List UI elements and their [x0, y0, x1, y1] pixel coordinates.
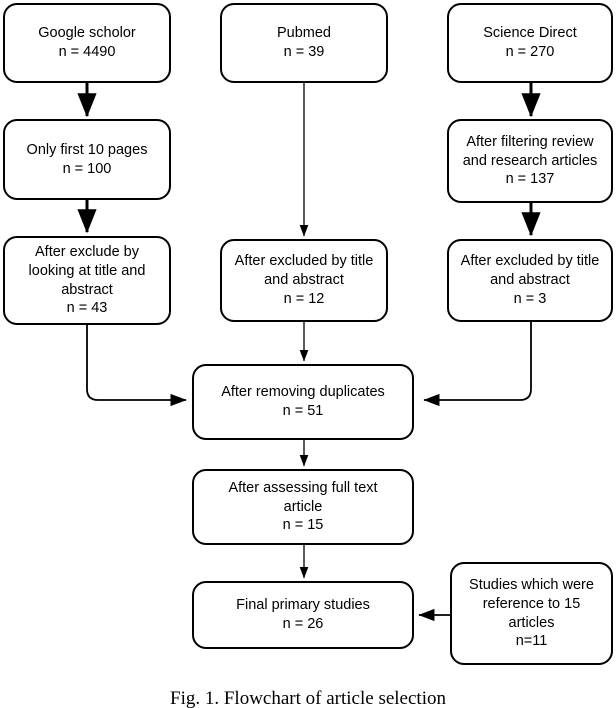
node-final-primary-line-1: Final primary studies [236, 597, 370, 614]
node-assessing-full-text-line-3: n = 15 [282, 517, 324, 534]
node-exclude-right-line-2: and abstract [490, 272, 570, 289]
node-reference-studies-line-3: articles [508, 614, 555, 631]
edge-exclude-left-to-removing-duplicates [86, 325, 187, 407]
node-exclude-left-line-2: looking at title and [28, 262, 146, 279]
node-pubmed-line-2: n = 39 [283, 44, 325, 60]
node-filtering-review-line-1: After filtering review [466, 133, 594, 150]
node-exclude-right-line-1: After excluded by title [460, 253, 600, 270]
node-final-primary-line-2: n = 26 [282, 616, 324, 632]
node-exclude-left-line-3: abstract [61, 281, 113, 298]
node-pubmed[interactable]: Pubmed n = 39 [220, 3, 388, 83]
node-filtering-review[interactable]: After filtering review and research arti… [447, 119, 613, 203]
node-assessing-full-text[interactable]: After assessing full text article n = 15 [192, 469, 414, 545]
node-filtering-review-line-2: and research articles [462, 152, 598, 169]
node-reference-studies-line-1: Studies which were [469, 576, 594, 593]
node-pubmed-line-1: Pubmed [276, 25, 331, 42]
node-exclude-mid[interactable]: After excluded by title and abstract n =… [220, 239, 388, 322]
node-exclude-mid-line-1: After excluded by title [234, 253, 374, 270]
figure-caption: Fig. 1. Flowchart of article selection [170, 688, 446, 708]
node-final-primary[interactable]: Final primary studies n = 26 [192, 581, 414, 649]
node-first-10-pages-line-1: Only first 10 pages [26, 141, 148, 158]
node-assessing-full-text-line-2: article [283, 498, 323, 515]
node-reference-studies-line-2: reference to 15 [482, 595, 581, 612]
node-reference-studies-line-4: n=11 [515, 633, 548, 650]
node-assessing-full-text-line-1: After assessing full text [228, 479, 378, 496]
node-google-scholar[interactable]: Google scholor n = 4490 [3, 3, 171, 83]
node-removing-duplicates-line-1: After removing duplicates [221, 384, 385, 401]
node-science-direct[interactable]: Science Direct n = 270 [447, 3, 613, 83]
node-science-direct-line-2: n = 270 [505, 44, 555, 60]
node-exclude-left-line-4: n = 43 [66, 300, 108, 317]
node-exclude-left[interactable]: After exclude by looking at title and ab… [3, 236, 171, 325]
node-removing-duplicates[interactable]: After removing duplicates n = 51 [192, 364, 414, 440]
node-exclude-mid-line-2: and abstract [264, 272, 344, 289]
node-google-scholar-line-2: n = 4490 [58, 44, 116, 60]
node-first-10-pages-line-2: n = 100 [62, 160, 112, 177]
node-filtering-review-line-3: n = 137 [505, 171, 555, 188]
node-exclude-right[interactable]: After excluded by title and abstract n =… [447, 239, 613, 322]
node-first-10-pages[interactable]: Only first 10 pages n = 100 [3, 119, 171, 200]
node-science-direct-line-1: Science Direct [483, 25, 577, 42]
node-google-scholar-line-1: Google scholor [38, 25, 136, 42]
node-removing-duplicates-line-2: n = 51 [282, 403, 324, 419]
edge-exclude-right-to-removing-duplicates [423, 322, 532, 407]
node-exclude-mid-line-3: n = 12 [283, 290, 325, 307]
node-exclude-right-line-3: n = 3 [513, 290, 547, 307]
node-reference-studies[interactable]: Studies which were reference to 15 artic… [450, 562, 613, 665]
node-exclude-left-line-1: After exclude by [35, 243, 139, 260]
